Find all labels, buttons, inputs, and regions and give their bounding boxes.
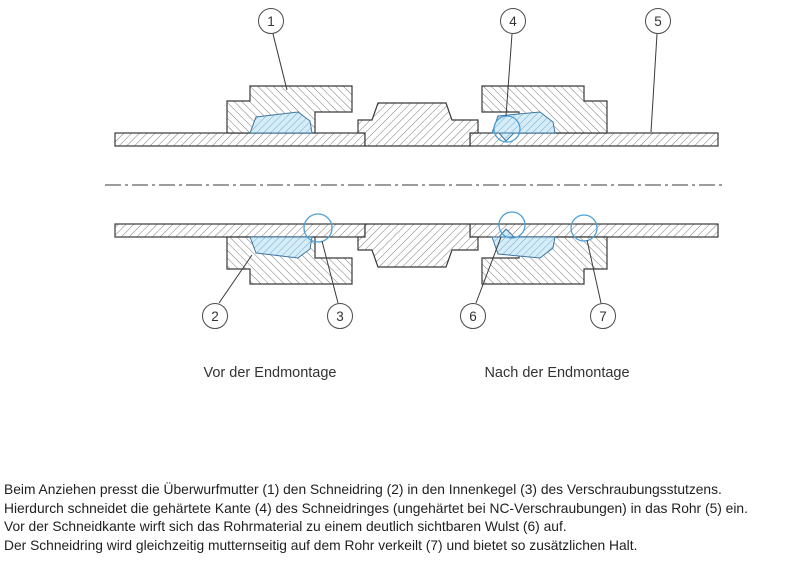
callout-balloon-5: 5 <box>645 8 671 34</box>
callout-balloon-4: 4 <box>500 8 526 34</box>
description-line-2: Hierdurch schneidet die gehärtete Kante … <box>4 500 748 516</box>
fitting-cross-section-drawing <box>105 33 725 304</box>
callout-number: 1 <box>267 13 275 29</box>
leader-line-4 <box>505 33 513 117</box>
highlight-circle-schneidkante <box>493 115 521 143</box>
highlight-circle-wulst <box>498 211 526 239</box>
leader-line-6 <box>475 236 502 304</box>
highlight-circle-verkeilung <box>570 214 598 242</box>
description-text: Beim Anziehen presst die Überwurfmutter … <box>4 481 796 555</box>
callout-number: 7 <box>599 308 607 324</box>
callout-number: 3 <box>336 308 344 324</box>
union-nut-right <box>481 85 608 285</box>
callout-number: 4 <box>509 13 517 29</box>
callout-balloon-1: 1 <box>258 8 284 34</box>
fitting-body <box>357 102 479 268</box>
leader-line-7 <box>586 239 602 304</box>
callout-number: 2 <box>211 308 219 324</box>
cutting-ring-left <box>249 111 313 259</box>
highlight-circles <box>303 115 598 243</box>
leader-line-2 <box>218 254 253 304</box>
leader-line-1 <box>272 33 288 91</box>
callout-balloon-7: 7 <box>590 303 616 329</box>
caption-before-assembly: Vor der Endmontage <box>203 365 337 381</box>
tube-left <box>114 132 366 238</box>
callout-balloon-3: 3 <box>327 303 353 329</box>
highlight-circle-innenkegel <box>303 213 333 243</box>
callout-number: 5 <box>654 13 662 29</box>
leader-lines <box>218 33 658 304</box>
leader-line-5 <box>650 33 658 133</box>
callout-number: 6 <box>469 308 477 324</box>
diagram-stage: 1 4 5 2 3 6 7 Vor der Endmontage Nach de… <box>105 8 725 381</box>
description-line-1: Beim Anziehen presst die Überwurfmutter … <box>4 482 722 497</box>
leader-line-3 <box>321 240 339 304</box>
caption-after-assembly: Nach der Endmontage <box>484 365 630 381</box>
description-line-4: Der Schneidring wird gleichzeitig mutter… <box>4 537 638 553</box>
description-line-3: Vor der Schneidkante wirft sich das Rohr… <box>4 519 567 535</box>
callout-balloon-2: 2 <box>202 303 228 329</box>
callout-balloon-6: 6 <box>460 303 486 329</box>
